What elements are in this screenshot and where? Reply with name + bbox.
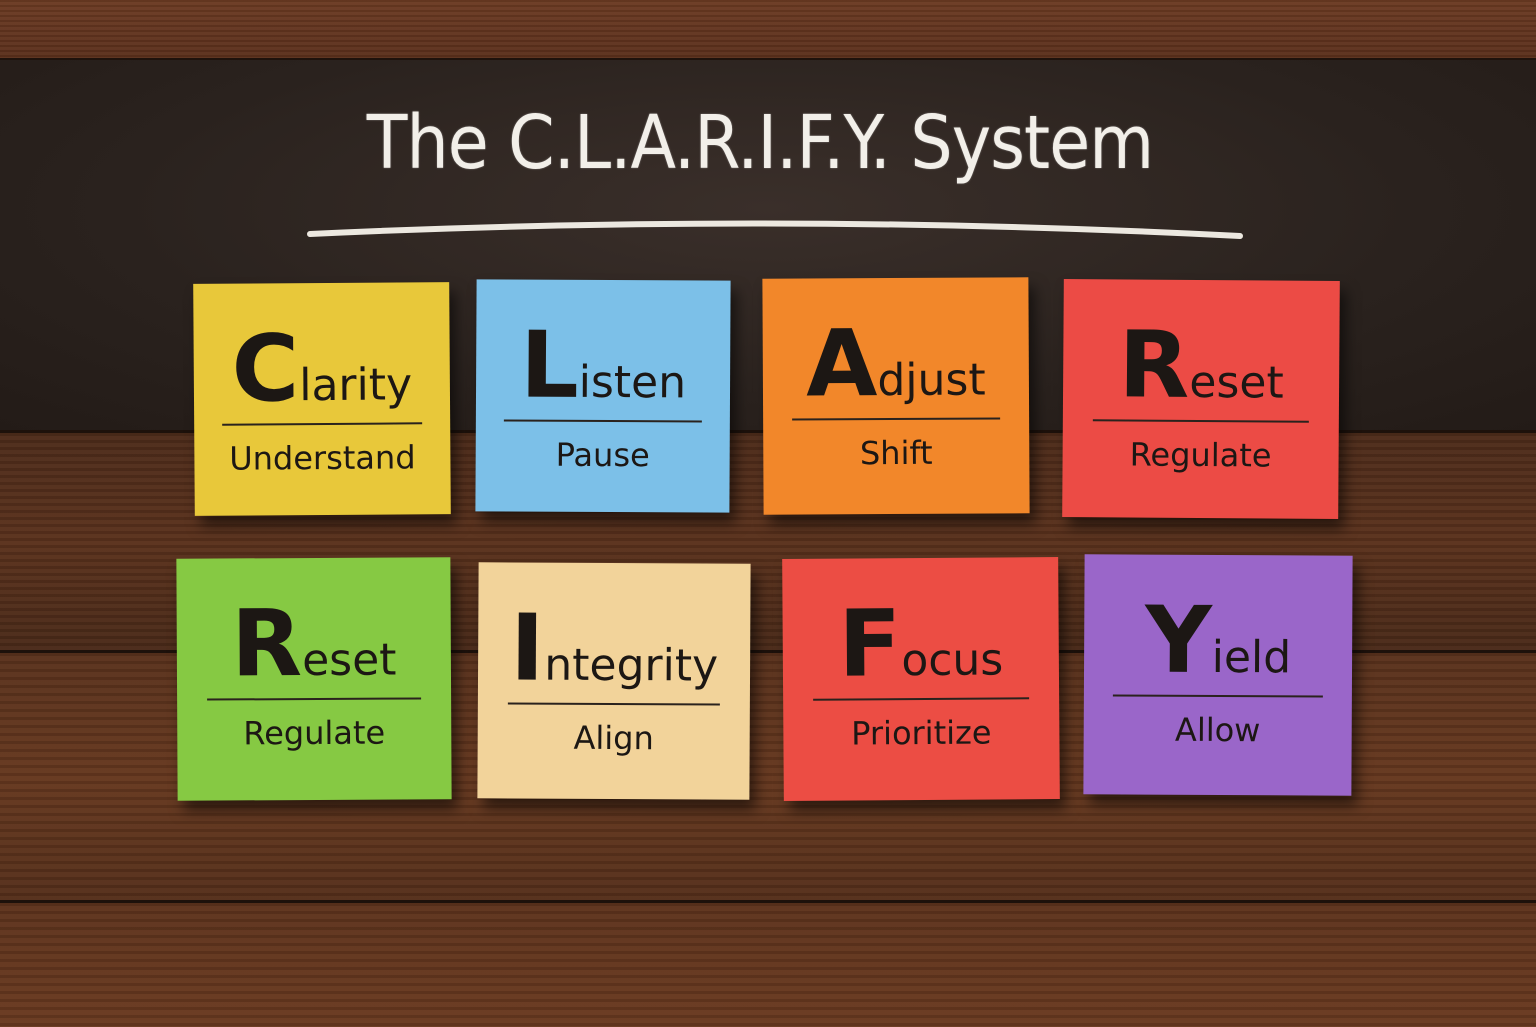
sticky-note-clarity: Clarity Understand: [193, 282, 451, 516]
note-word: Clarity: [231, 315, 413, 423]
note-subtitle: Prioritize: [851, 713, 992, 753]
note-subtitle: Pause: [555, 435, 650, 475]
wood-plank-top: [0, 0, 1536, 60]
sticky-note-reset-green: Reset Regulate: [176, 557, 452, 801]
note-divider: [792, 417, 1000, 421]
note-subtitle: Regulate: [1129, 435, 1272, 475]
note-subtitle: Regulate: [243, 713, 386, 753]
note-subtitle: Understand: [229, 438, 416, 478]
sticky-note-focus: Focus Prioritize: [782, 557, 1060, 801]
note-word: Reset: [1118, 311, 1284, 419]
wood-plank-bottom: [0, 900, 1536, 1027]
sticky-note-integrity: Integrity Align: [477, 562, 751, 800]
sticky-note-adjust: Adjust Shift: [762, 277, 1030, 515]
note-divider: [503, 419, 702, 423]
note-word: Yield: [1144, 586, 1292, 694]
note-word: Reset: [230, 590, 397, 698]
note-subtitle: Allow: [1174, 710, 1261, 750]
sticky-note-yield: Yield Allow: [1083, 554, 1353, 796]
note-divider: [813, 697, 1029, 701]
note-divider: [1113, 694, 1323, 698]
note-divider: [207, 697, 421, 701]
chalk-underline: [307, 220, 1243, 239]
sticky-note-reset-red: Reset Regulate: [1062, 279, 1340, 519]
chalk-title: The C.L.A.R.I.F.Y. System: [366, 100, 1154, 186]
note-word: Listen: [519, 311, 687, 419]
note-subtitle: Align: [573, 718, 654, 758]
note-divider: [1093, 419, 1309, 423]
note-divider: [222, 422, 423, 426]
note-divider: [507, 702, 720, 706]
note-subtitle: Shift: [859, 433, 933, 473]
note-word: Integrity: [509, 594, 719, 702]
sticky-note-listen: Listen Pause: [475, 279, 731, 513]
note-word: Focus: [837, 590, 1004, 698]
note-word: Adjust: [805, 310, 986, 418]
